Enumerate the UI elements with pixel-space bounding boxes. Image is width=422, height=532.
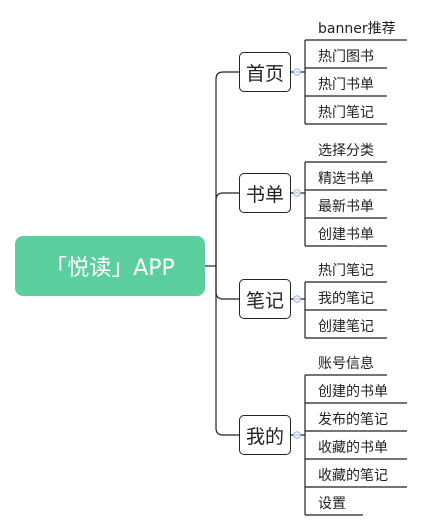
leaf-home-2[interactable]: 热门书单 [318, 77, 374, 93]
leaf-booklist-2[interactable]: 最新书单 [318, 199, 374, 215]
leaf-home-1[interactable]: 热门图书 [318, 49, 374, 65]
leaf-booklist-0[interactable]: 选择分类 [318, 143, 374, 159]
branch-connector-0 [215, 71, 239, 266]
leaf-mine-1[interactable]: 创建的书单 [318, 384, 388, 400]
leaf-notes-0[interactable]: 热门笔记 [318, 263, 374, 279]
leaf-home-3[interactable]: 热门笔记 [318, 105, 374, 121]
branch-node-notes[interactable]: 笔记 [239, 279, 291, 319]
branch-connector-3 [215, 266, 239, 436]
leaf-mine-3[interactable]: 收藏的书单 [318, 440, 388, 456]
leaf-mine-5[interactable]: 设置 [318, 496, 346, 512]
branch-connector-2 [215, 266, 239, 300]
leaf-booklist-3[interactable]: 创建书单 [318, 227, 374, 243]
leaf-mine-2[interactable]: 发布的笔记 [318, 412, 388, 428]
leaf-notes-1[interactable]: 我的笔记 [318, 291, 374, 307]
branch-node-home[interactable]: 首页 [239, 52, 291, 92]
leaf-home-0[interactable]: banner推荐 [318, 21, 396, 37]
leaf-booklist-1[interactable]: 精选书单 [318, 171, 374, 187]
root-node[interactable]: 「悦读」APP [15, 236, 205, 296]
leaf-mine-0[interactable]: 账号信息 [318, 356, 374, 372]
leaf-mine-4[interactable]: 收藏的笔记 [318, 468, 388, 484]
branch-connector-1 [215, 192, 239, 266]
leaf-notes-2[interactable]: 创建笔记 [318, 319, 374, 335]
branch-node-mine[interactable]: 我的 [239, 415, 291, 455]
branch-node-booklist[interactable]: 书单 [239, 173, 291, 213]
